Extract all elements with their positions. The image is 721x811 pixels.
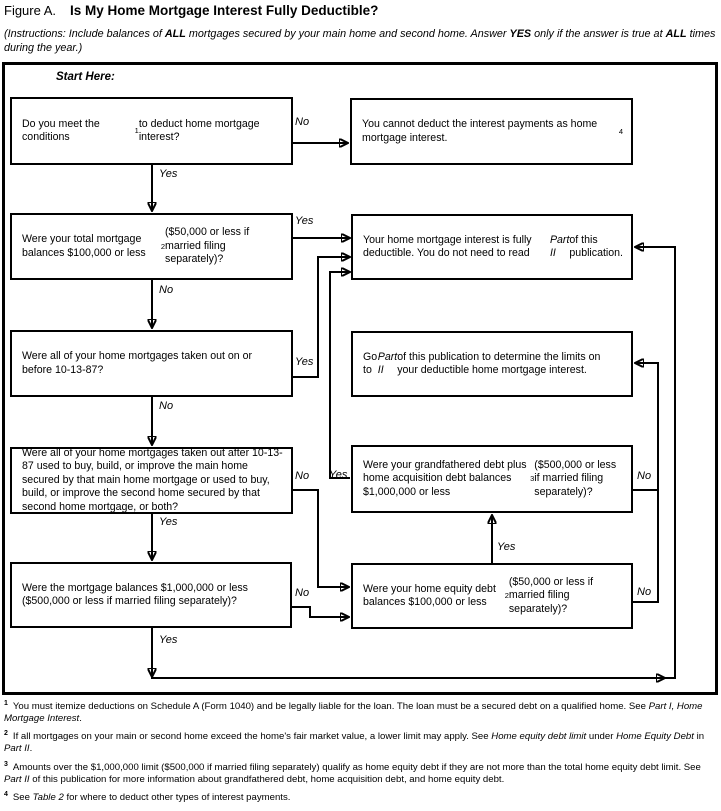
footnote-3-text: Amounts over the $1,000,000 limit ($500,… (4, 761, 701, 785)
flow-label-yes-after-101387: Yes (159, 516, 178, 528)
flow-label-no-total-balances: No (159, 284, 174, 296)
footnote-2-number: 2 (4, 730, 8, 738)
flow-label-yes-before-101387: Yes (295, 356, 314, 368)
flow-label-no-after-101387: No (295, 470, 310, 482)
flow-label-no-grandfathered: No (637, 470, 652, 482)
connector-mortgage-1m-no (292, 606, 349, 617)
flow-box-end-go-part2: Go to Part II of this publication to det… (351, 331, 633, 397)
connector-no-merge-to-part2 (635, 363, 659, 602)
connector-after-101387-no (293, 489, 349, 587)
flow-box-q-mortgage-1m: Were the mortgage balances $1,000,000 or… (10, 562, 292, 628)
footnote-1-number: 1 (4, 699, 8, 707)
footnote-4-text: See Table 2 for where to deduct other ty… (12, 792, 291, 804)
connector-grandfathered-yes (329, 272, 350, 479)
footnote-4-number: 4 (4, 791, 8, 799)
figure-title-main: Is My Home Mortgage Interest Fully Deduc… (70, 3, 379, 18)
flow-label-yes-total-balances: Yes (295, 215, 314, 227)
flow-label-no-home-equity: No (637, 586, 652, 598)
footnote-4: 4 See Table 2 for where to deduct other t… (4, 791, 716, 804)
flow-label-no-conditions: No (295, 116, 310, 128)
flow-label-yes-mortgage-1m: Yes (159, 634, 178, 646)
flowchart-border (2, 62, 718, 695)
flow-label-yes-grandfathered: Yes (329, 469, 348, 481)
flow-label-no-mortgage-1m: No (295, 587, 310, 599)
footnote-3-number: 3 (4, 760, 8, 768)
flow-box-q-after-101387: Were all of your home mortgages taken ou… (10, 447, 293, 514)
figure-instructions: (Instructions: Include balances of ALL m… (4, 28, 716, 55)
flow-box-q-total-balances: Were your total mortgage balances $100,0… (10, 213, 293, 280)
connector-mortgage-1m-yes-loop (151, 247, 676, 679)
flow-label-no-before-101387: No (159, 400, 174, 412)
flow-box-q-home-equity: Were your home equity debt balances $100… (351, 563, 633, 629)
figure-title: Figure A. Is My Home Mortgage Interest Fu… (4, 3, 378, 18)
flow-label-yes-conditions: Yes (159, 168, 178, 180)
footnote-1-text: You must itemize deductions on Schedule … (4, 701, 703, 724)
footnote-2-text: If all mortgages on your main or second … (4, 731, 705, 755)
flow-box-q-before-101387: Were all of your home mortgages taken ou… (10, 330, 293, 397)
flow-box-end-cannot-deduct: You cannot deduct the interest payments … (350, 98, 633, 165)
connector-before-101387-yes (293, 257, 350, 378)
start-here-label: Start Here: (56, 71, 115, 83)
figure-title-prefix: Figure A. (4, 3, 57, 18)
flow-label-yes-home-equity: Yes (497, 541, 516, 553)
flow-box-end-fully-deductible: Your home mortgage interest is fully ded… (351, 214, 633, 280)
flow-box-q-grandfathered: Were your grandfathered debt plus home a… (351, 445, 633, 513)
